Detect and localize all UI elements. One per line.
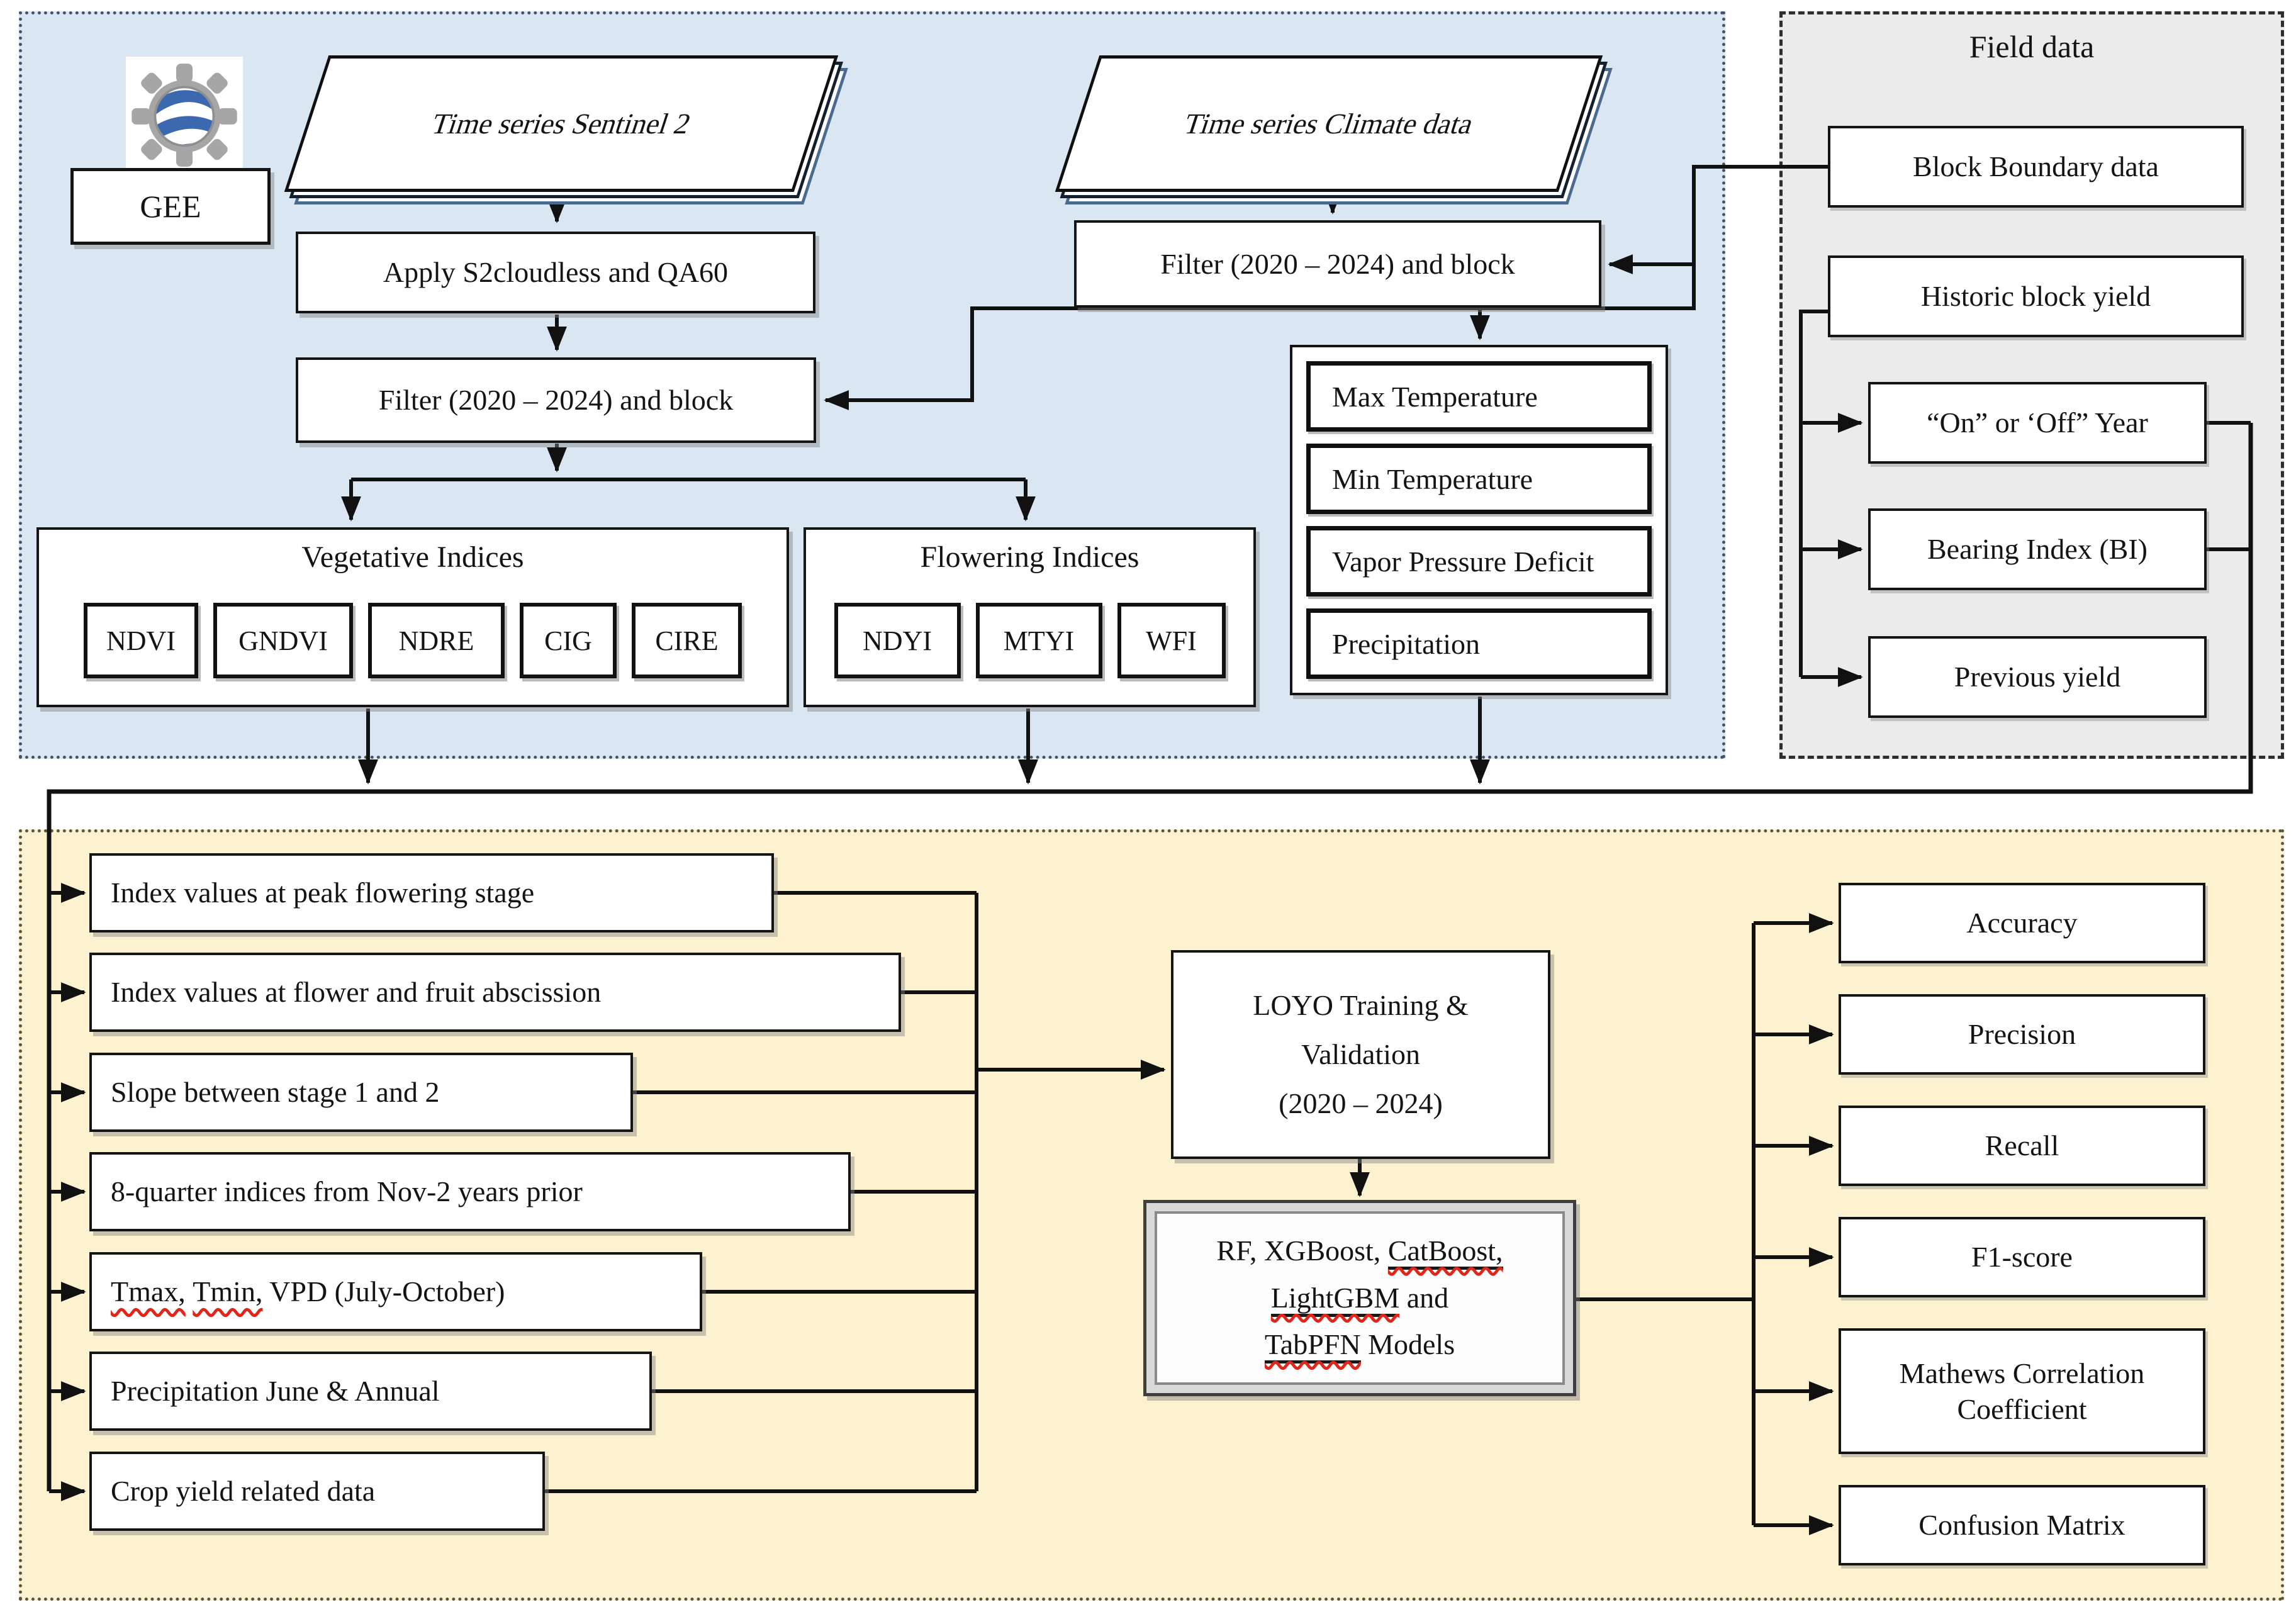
- index-box-gndvi: GNDVI: [213, 603, 353, 678]
- index-box-ndyi: NDYI: [834, 603, 961, 678]
- climate-filter-box: Filter (2020 – 2024) and block: [1074, 220, 1601, 308]
- sentinel-source-label: Time series Sentinel 2: [427, 108, 695, 140]
- feature-peak-flowering-label: Index values at peak flowering stage: [111, 876, 535, 909]
- feature-abscission-box: Index values at flower and fruit absciss…: [89, 953, 901, 1032]
- previous-yield-box: Previous yield: [1868, 636, 2207, 718]
- index-box-cig: CIG: [520, 603, 617, 678]
- vpd-rest-label: VPD (July-October): [262, 1275, 505, 1308]
- models-line3: TabPFN Models: [1264, 1321, 1455, 1369]
- metric-mcc-box: Mathews Correlation Coefficient: [1839, 1328, 2205, 1454]
- metric-recall-box: Recall: [1839, 1106, 2205, 1186]
- bearing-index-label: Bearing Index (BI): [1927, 533, 2148, 566]
- models-line1: RF, XGBoost, CatBoost,: [1216, 1228, 1503, 1275]
- bearing-index-box: Bearing Index (BI): [1868, 508, 2207, 590]
- tmin-misspell: Tmin,: [193, 1275, 263, 1308]
- flowering-indices-title: Flowering Indices: [920, 540, 1140, 574]
- feature-precipitation-label: Precipitation June & Annual: [111, 1375, 440, 1408]
- google-earth-engine-icon: [126, 49, 243, 181]
- loyo-line2: Validation: [1301, 1038, 1421, 1070]
- metric-confusion-label: Confusion Matrix: [1918, 1509, 2125, 1542]
- catboost-misspell: CatBoost,: [1387, 1235, 1503, 1270]
- feature-8quarter-label: 8-quarter indices from Nov-2 years prior: [111, 1175, 583, 1208]
- loyo-line1: LOYO Training &: [1253, 988, 1469, 1021]
- vegetative-indices-title: Vegetative Indices: [301, 540, 524, 574]
- feature-crop-yield-box: Crop yield related data: [89, 1452, 545, 1531]
- block-boundary-label: Block Boundary data: [1913, 150, 2159, 183]
- tmax-misspell: Tmax,: [111, 1275, 186, 1308]
- feature-abscission-label: Index values at flower and fruit absciss…: [111, 976, 602, 1009]
- sentinel-filter-label: Filter (2020 – 2024) and block: [378, 384, 734, 417]
- metric-f1-box: F1-score: [1839, 1217, 2205, 1297]
- block-boundary-box: Block Boundary data: [1828, 126, 2244, 208]
- climate-var-vpd: Vapor Pressure Deficit: [1306, 526, 1652, 596]
- loyo-line3: (2020 – 2024): [1279, 1087, 1443, 1120]
- apply-s2cloudless-label: Apply S2cloudless and QA60: [383, 256, 729, 289]
- metric-precision-label: Precision: [1968, 1018, 2076, 1051]
- gee-label-box: GEE: [70, 168, 271, 245]
- flowering-indices-group: Flowering Indices NDYI MTYI WFI: [804, 527, 1256, 707]
- metric-accuracy-box: Accuracy: [1839, 883, 2205, 963]
- models-line2: LightGBM and: [1270, 1275, 1448, 1322]
- on-off-year-box: “On” or ‘Off” Year: [1868, 382, 2207, 464]
- index-box-wfi: WFI: [1117, 603, 1226, 678]
- feature-crop-yield-label: Crop yield related data: [111, 1475, 376, 1508]
- field-data-title: Field data: [1969, 29, 2095, 64]
- on-off-year-label: “On” or ‘Off” Year: [1927, 406, 2148, 439]
- models-box: RF, XGBoost, CatBoost, LightGBM and TabP…: [1143, 1200, 1576, 1396]
- index-box-ndre: NDRE: [368, 603, 505, 678]
- metric-recall-label: Recall: [1985, 1129, 2059, 1162]
- metric-precision-box: Precision: [1839, 994, 2205, 1075]
- metric-confusion-box: Confusion Matrix: [1839, 1485, 2205, 1565]
- feature-precipitation-box: Precipitation June & Annual: [89, 1352, 652, 1431]
- gee-label: GEE: [140, 188, 201, 224]
- feature-tmax-tmin-vpd-box: Tmax, Tmin, VPD (July-October): [89, 1252, 702, 1331]
- index-box-ndvi: NDVI: [84, 603, 198, 678]
- sentinel-filter-box: Filter (2020 – 2024) and block: [296, 357, 816, 443]
- climate-variables-group: Max Temperature Min Temperature Vapor Pr…: [1290, 345, 1668, 695]
- climate-var-min-temperature: Min Temperature: [1306, 444, 1652, 514]
- vegetative-indices-group: Vegetative Indices NDVI GNDVI NDRE CIG C…: [36, 527, 789, 707]
- tabpfn-misspell: TabPFN: [1264, 1328, 1361, 1364]
- climate-var-max-temperature: Max Temperature: [1306, 361, 1652, 432]
- index-box-cire: CIRE: [632, 603, 742, 678]
- previous-yield-label: Previous yield: [1954, 661, 2121, 693]
- climate-source-parallelogram: Time series Climate data: [1055, 55, 1613, 204]
- metric-f1-label: F1-score: [1971, 1241, 2073, 1274]
- historic-yield-box: Historic block yield: [1828, 255, 2244, 337]
- feature-peak-flowering-box: Index values at peak flowering stage: [89, 853, 774, 932]
- metric-mcc-label: Mathews Correlation Coefficient: [1899, 1357, 2145, 1426]
- metric-accuracy-label: Accuracy: [1966, 907, 2078, 939]
- lightgbm-misspell: LightGBM: [1270, 1281, 1400, 1317]
- climate-source-label: Time series Climate data: [1180, 108, 1478, 140]
- climate-var-precipitation: Precipitation: [1306, 608, 1652, 679]
- index-box-mtyi: MTYI: [975, 603, 1102, 678]
- sentinel-source-parallelogram: Time series Sentinel 2: [284, 55, 848, 204]
- loyo-training-box: LOYO Training & Validation (2020 – 2024): [1171, 950, 1550, 1159]
- feature-slope-box: Slope between stage 1 and 2: [89, 1053, 633, 1132]
- historic-yield-label: Historic block yield: [1920, 280, 2151, 313]
- apply-s2cloudless-box: Apply S2cloudless and QA60: [296, 232, 815, 313]
- climate-filter-label: Filter (2020 – 2024) and block: [1160, 247, 1515, 280]
- feature-8quarter-box: 8-quarter indices from Nov-2 years prior: [89, 1152, 851, 1231]
- feature-slope-label: Slope between stage 1 and 2: [111, 1076, 440, 1109]
